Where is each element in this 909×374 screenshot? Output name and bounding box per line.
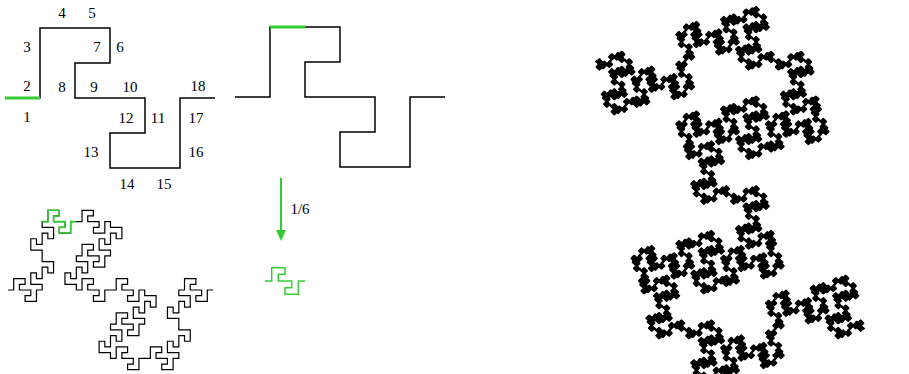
callout-number: 14 xyxy=(120,177,135,192)
callout-number: 7 xyxy=(93,40,101,55)
callout-number: 5 xyxy=(88,6,96,21)
callout-number: 6 xyxy=(116,40,124,55)
callout-number: 11 xyxy=(151,111,165,126)
highlight-segment xyxy=(270,26,305,29)
generator-curve xyxy=(5,28,215,168)
second-iteration-curve xyxy=(8,210,213,369)
callout-number: 1 xyxy=(23,110,31,125)
callout-number: 4 xyxy=(58,6,66,21)
callout-number: 18 xyxy=(191,79,206,94)
arrow-head xyxy=(276,230,286,241)
limit-fractal xyxy=(596,7,865,374)
highlight-segment xyxy=(5,97,40,100)
scale-arrow xyxy=(280,178,282,232)
highlight-copy xyxy=(42,210,76,233)
callout-number: 13 xyxy=(84,145,99,160)
callout-number: 2 xyxy=(23,79,31,94)
callout-number: 10 xyxy=(123,80,138,95)
callout-number: 17 xyxy=(189,111,204,126)
scaled-copy xyxy=(265,268,305,295)
generator-curve xyxy=(235,27,445,167)
callout-number: 9 xyxy=(90,80,98,95)
callout-number: 15 xyxy=(157,177,172,192)
callout-number: 16 xyxy=(189,145,204,160)
scale-label: 1/6 xyxy=(290,202,309,217)
callout-number: 3 xyxy=(23,40,31,55)
callout-number: 12 xyxy=(119,111,134,126)
callout-number: 8 xyxy=(58,80,66,95)
